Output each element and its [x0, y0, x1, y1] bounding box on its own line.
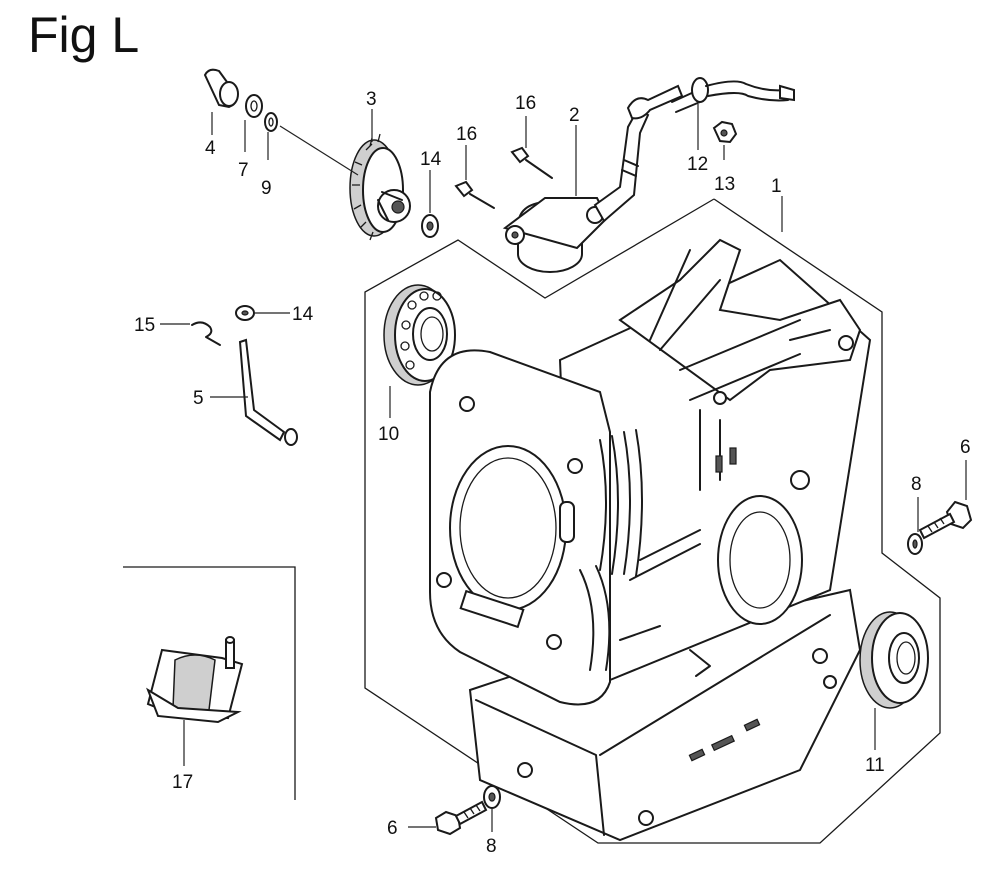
figure-title: Fig L	[28, 7, 140, 63]
washer-14-lower	[235, 305, 255, 321]
callout-5: 5	[193, 388, 204, 409]
callout-17: 17	[172, 772, 193, 793]
bolt-16-upper	[510, 146, 553, 179]
callout-8-bottom: 8	[486, 836, 497, 857]
nut-13	[712, 120, 738, 144]
callout-16-upper: 16	[515, 93, 536, 114]
bolt-16-lower	[454, 180, 495, 209]
callout-12: 12	[687, 154, 708, 175]
breather-hose	[671, 77, 795, 113]
callout-3: 3	[366, 89, 377, 110]
callout-6-right: 6	[960, 437, 971, 458]
callout-7: 7	[238, 160, 249, 181]
oil-pump	[502, 84, 684, 273]
callout-1: 1	[771, 176, 782, 197]
governor-pin	[203, 68, 239, 109]
oil-seal-11	[859, 611, 929, 709]
cover-bracket-17	[146, 636, 244, 724]
leader-lines	[160, 104, 967, 832]
crankcase	[429, 238, 872, 842]
governor-gear	[349, 133, 411, 241]
callout-14-lower: 14	[292, 304, 314, 325]
callout-8-right: 8	[911, 474, 922, 495]
inset-box-outline	[123, 566, 296, 800]
washer-8-bottom	[483, 785, 501, 809]
washer-7	[245, 94, 263, 118]
clip-15	[191, 321, 221, 346]
bolt-6-right	[918, 500, 973, 540]
callout-16-lower: 16	[456, 124, 477, 145]
callout-4: 4	[205, 138, 216, 159]
callout-6-bottom: 6	[387, 818, 398, 839]
bearing-10	[383, 284, 456, 386]
callout-11: 11	[865, 755, 885, 776]
bolt-6-bottom	[434, 800, 488, 836]
washer-8-right	[907, 533, 923, 555]
callout-13: 13	[714, 174, 735, 195]
callout-2: 2	[569, 105, 580, 126]
callout-10: 10	[378, 424, 399, 445]
callout-14-upper: 14	[420, 149, 442, 170]
washer-14-upper	[421, 214, 439, 238]
crankcase-group-outline	[364, 198, 941, 844]
callout-9: 9	[261, 178, 272, 199]
governor-arm-shaft	[238, 338, 298, 446]
clip-9	[264, 112, 278, 132]
callout-15: 15	[134, 315, 155, 336]
